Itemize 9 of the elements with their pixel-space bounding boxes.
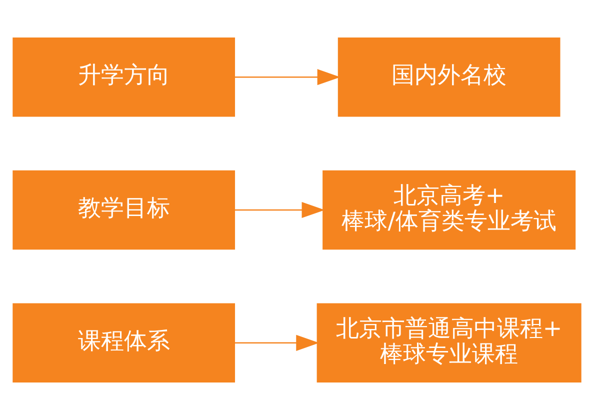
node-box: 升学方向 (12, 36, 236, 116)
node-box: 教学目标 (12, 170, 236, 250)
node-box: 国内外名校 (338, 36, 560, 116)
arrow (234, 201, 325, 218)
node-box: 北京市普通高中课程+棒球专业课程 (316, 302, 582, 382)
arrow (234, 68, 340, 85)
arrow (234, 334, 320, 350)
node-box: 北京高考+棒球/体育类专业考试 (322, 170, 576, 250)
node-box: 课程体系 (12, 302, 236, 382)
